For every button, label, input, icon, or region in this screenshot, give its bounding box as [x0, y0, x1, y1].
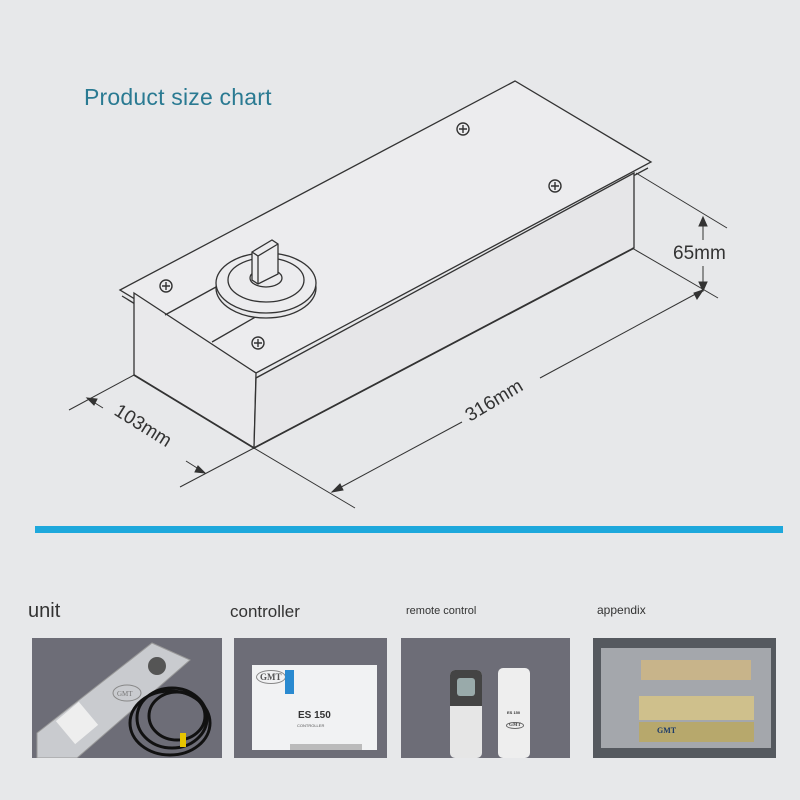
svg-text:GMT: GMT: [117, 690, 133, 698]
appendix-photo: GMT: [593, 638, 776, 758]
screw-icons: [159, 122, 562, 350]
page-title: Product size chart: [84, 84, 272, 110]
length-label: 316mm: [462, 376, 527, 427]
spindle-knob: [215, 239, 317, 319]
product-dimension-drawing: 65mm 316mm 103mm: [68, 80, 728, 509]
caption-controller: controller: [230, 602, 300, 621]
unit-photo: GMT: [32, 638, 222, 758]
height-label: 65mm: [673, 243, 726, 264]
remote-control-photo: ES 150 GMT: [401, 638, 570, 758]
width-label: 103mm: [110, 400, 175, 451]
caption-unit: unit: [28, 600, 61, 622]
caption-remote-control: remote control: [406, 605, 477, 617]
section-divider: [35, 526, 783, 533]
caption-appendix: appendix: [597, 603, 646, 617]
height-dimension: 65mm: [631, 172, 728, 299]
controller-photo: GMT ES 150 CONTROLLER: [234, 638, 387, 758]
